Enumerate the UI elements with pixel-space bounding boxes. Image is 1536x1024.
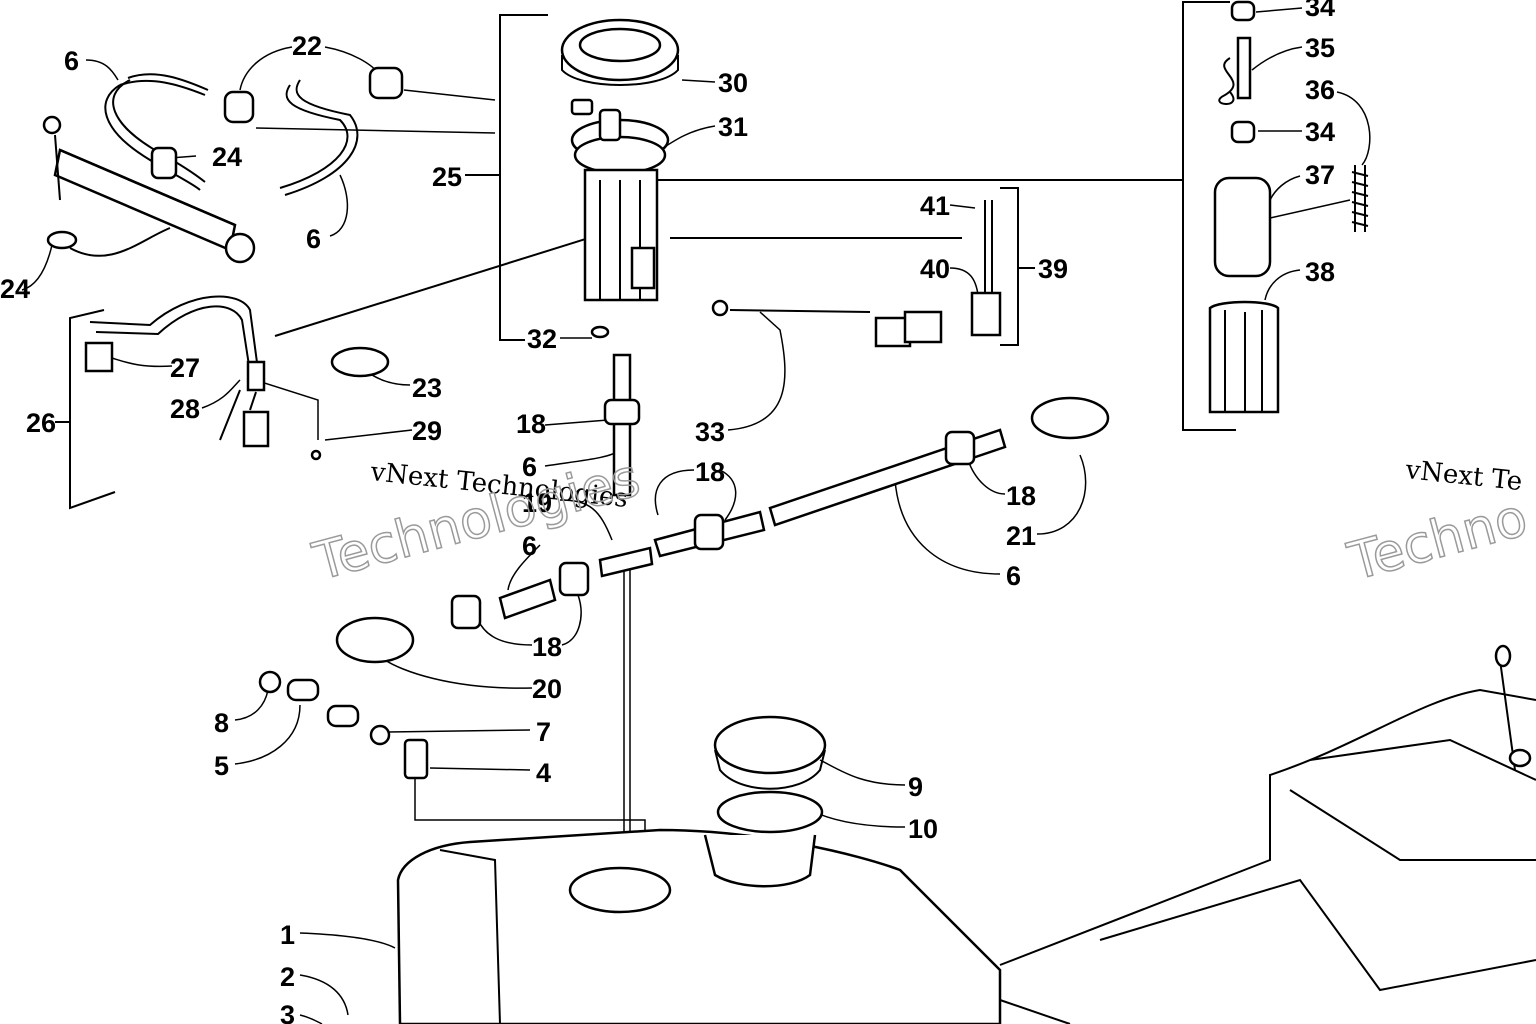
lock-ring <box>560 18 680 86</box>
callout-6: 6 <box>64 46 79 76</box>
callout-41: 41 <box>920 191 950 221</box>
callout-9: 9 <box>908 772 923 802</box>
callout-39: 39 <box>1038 254 1068 284</box>
fuel-rail-assembly <box>42 115 256 264</box>
callout-10: 10 <box>908 814 938 844</box>
callout-2: 2 <box>280 962 295 992</box>
leader-lines <box>21 1 1371 1024</box>
fuel-pump-motor <box>1208 0 1369 414</box>
fuel-hose-upper <box>279 79 359 196</box>
callout-18: 18 <box>695 457 725 487</box>
vent-fittings <box>258 670 429 780</box>
callout-20: 20 <box>532 674 562 704</box>
callout-6: 6 <box>522 452 537 482</box>
callout-37: 37 <box>1305 160 1335 190</box>
callout-7: 7 <box>536 717 551 747</box>
callout-34: 34 <box>1305 0 1335 22</box>
fuel-cap <box>713 715 827 834</box>
callout-22: 22 <box>292 31 322 61</box>
callout-35: 35 <box>1305 33 1335 63</box>
callout-34: 34 <box>1305 117 1335 147</box>
callout-18: 18 <box>516 409 546 439</box>
callout-1: 1 <box>280 920 295 950</box>
callout-labels: 6 22 24 24 6 25 30 31 32 34 35 36 34 37 … <box>0 0 1335 1024</box>
callout-24: 24 <box>0 274 30 304</box>
callout-26: 26 <box>26 408 56 438</box>
callout-25: 25 <box>432 162 462 192</box>
callout-3: 3 <box>280 1000 295 1024</box>
callout-36: 36 <box>1305 75 1335 105</box>
fuel-pump-assembly <box>570 98 670 339</box>
callout-5: 5 <box>214 751 229 781</box>
callout-32: 32 <box>527 324 557 354</box>
callout-23: 23 <box>412 373 442 403</box>
callout-24: 24 <box>212 142 242 172</box>
callout-28: 28 <box>170 394 200 424</box>
hose-clamp-small <box>310 346 390 461</box>
callout-4: 4 <box>536 758 551 788</box>
fuel-tank <box>396 828 1002 1024</box>
callout-19: 19 <box>522 488 552 518</box>
callout-8: 8 <box>214 708 229 738</box>
callout-6: 6 <box>522 531 537 561</box>
sender-unit <box>711 200 1002 348</box>
callout-6: 6 <box>306 224 321 254</box>
callout-6: 6 <box>1006 561 1021 591</box>
callout-31: 31 <box>718 112 748 142</box>
callout-18: 18 <box>532 632 562 662</box>
frame-body <box>999 644 1536 1024</box>
callout-33: 33 <box>695 417 725 447</box>
watermark-text: Techno <box>1342 488 1534 593</box>
callout-38: 38 <box>1305 257 1335 287</box>
callout-21: 21 <box>1006 521 1036 551</box>
callout-30: 30 <box>718 68 748 98</box>
callout-40: 40 <box>920 254 950 284</box>
callout-27: 27 <box>170 353 200 383</box>
fuel-hose-left <box>104 73 209 191</box>
fuel-lines-center <box>335 353 1110 664</box>
wire-harness <box>84 295 270 448</box>
callout-29: 29 <box>412 416 442 446</box>
hose-clamps <box>150 66 404 180</box>
callout-18: 18 <box>1006 481 1036 511</box>
